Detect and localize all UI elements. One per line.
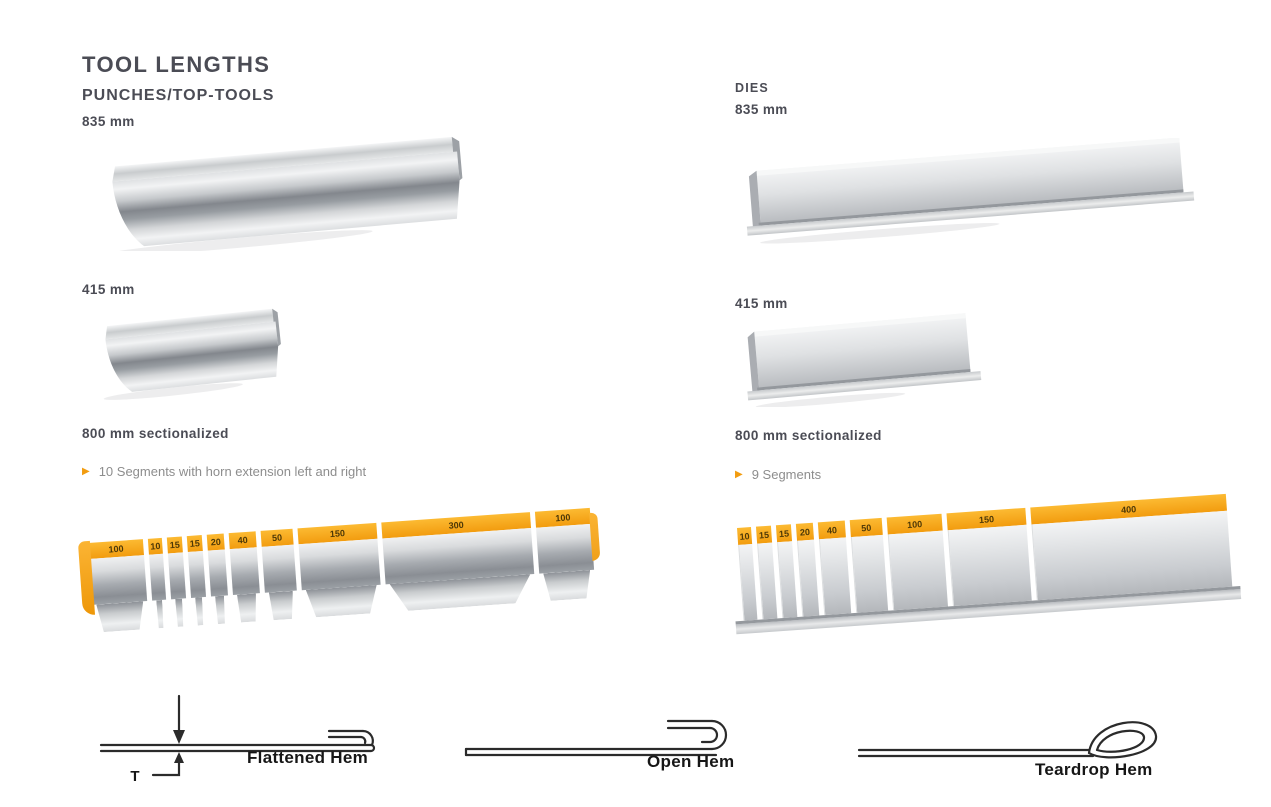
die-segment: 150 <box>946 507 1032 607</box>
die-segment-body <box>850 534 889 613</box>
punch-segment: 15 <box>186 535 208 626</box>
page-title: TOOL LENGTHS <box>82 52 271 77</box>
punch-segment: 10 <box>147 537 168 629</box>
punch-segment-body <box>148 553 167 601</box>
open-hem-group: Open Hem <box>462 700 772 790</box>
die-835-label: 835 mm <box>735 102 788 117</box>
punch-segment-tip <box>156 600 164 628</box>
die-segment: 40 <box>817 520 852 616</box>
open-hem-label: Open Hem <box>647 752 735 771</box>
die-415-image <box>747 313 982 407</box>
punch-segment-tip <box>543 570 592 601</box>
die-segment-length-label: 10 <box>737 527 753 545</box>
die-segment: 15 <box>755 525 778 620</box>
punch-segment-tip <box>215 596 226 625</box>
punch-segment-tip <box>237 593 258 622</box>
punch-sectionalized-note: ▶ 10 Segments with horn extension left a… <box>82 464 366 479</box>
thickness-label: T <box>130 768 139 785</box>
punch-segment-body <box>261 544 297 593</box>
flattened-hem-diagram: T <box>99 694 376 785</box>
punch-segment: 150 <box>297 522 382 618</box>
punch-415-image <box>103 308 281 400</box>
bullet-triangle-icon: ▶ <box>735 468 743 480</box>
punch-segment-tip <box>306 585 379 618</box>
die-sectionalized-note: ▶ 9 Segments <box>735 467 821 482</box>
die-segment-length-label: 40 <box>817 520 846 540</box>
punch-835-image <box>103 136 463 251</box>
punch-segment-body <box>229 547 260 596</box>
die-segment-body <box>887 530 948 611</box>
die-segment: 100 <box>886 513 948 611</box>
die-segment-body <box>757 542 778 620</box>
punch-segment-body <box>187 551 207 598</box>
die-415-label: 415 mm <box>735 296 788 311</box>
die-segment: 400 <box>1030 493 1233 601</box>
teardrop-hem-diagram <box>857 721 1158 759</box>
die-segment-length-label: 20 <box>795 522 815 541</box>
die-segment-length-label: 15 <box>775 524 793 543</box>
punch-segment-body <box>536 523 595 574</box>
punch-415-label: 415 mm <box>82 282 135 297</box>
punch-segment-length-label: 20 <box>206 533 225 551</box>
punch-sectionalized-label: 800 mm sectionalized <box>82 426 229 441</box>
die-segment-body <box>818 537 852 616</box>
flattened-hem-group: T Flattened Hem <box>95 688 425 798</box>
punch-segment-length-label: 15 <box>166 536 183 554</box>
punch-segment: 40 <box>228 531 262 623</box>
punches-heading: PUNCHES/TOP-TOOLS <box>82 87 275 104</box>
die-segment: 50 <box>849 517 889 613</box>
die-segment: 10 <box>737 527 758 621</box>
bullet-triangle-icon: ▶ <box>82 465 90 477</box>
punch-segment: 100 <box>534 507 596 602</box>
punch-segment-tip <box>269 591 295 621</box>
teardrop-hem-label: Teardrop Hem <box>1035 760 1153 779</box>
die-sectionalized-label: 800 mm sectionalized <box>735 428 882 443</box>
die-segment-body <box>777 541 798 619</box>
die-segment-body <box>1031 510 1233 601</box>
open-hem-diagram <box>464 719 728 757</box>
die-segment-body <box>797 539 820 617</box>
punch-segment-length-label: 15 <box>186 535 203 553</box>
die-note-text: 9 Segments <box>751 467 822 482</box>
die-segment-body <box>738 543 758 621</box>
die-segment-length-label: 15 <box>755 525 773 544</box>
punch-835-label: 835 mm <box>82 114 135 129</box>
punch-segment-body <box>167 552 187 600</box>
punch-note-text: 10 Segments with horn extension left and… <box>98 464 367 479</box>
punch-segment: 15 <box>166 536 188 627</box>
punch-segment-body <box>89 555 148 605</box>
die-segment: 20 <box>795 522 820 617</box>
punch-segment-length-label: 40 <box>228 531 257 550</box>
punch-segment-tip <box>175 599 184 627</box>
punch-segment: 50 <box>260 528 299 621</box>
punch-segment-length-label: 10 <box>147 537 163 555</box>
punch-segment: 20 <box>206 533 230 625</box>
punch-segment-tip <box>96 601 145 632</box>
teardrop-hem-group: Teardrop Hem <box>855 705 1185 795</box>
punch-segment: 100 <box>88 539 149 633</box>
die-835-image <box>746 138 1195 244</box>
punch-segment-tip <box>195 597 204 625</box>
dies-heading: DIES <box>735 81 769 95</box>
punch-segment-body <box>207 549 228 597</box>
punch-segment: 300 <box>381 512 536 612</box>
die-segment: 15 <box>775 524 798 619</box>
flattened-hem-label: Flattened Hem <box>247 748 369 767</box>
die-segment-body <box>947 524 1032 607</box>
punch-segment-body <box>298 538 381 591</box>
